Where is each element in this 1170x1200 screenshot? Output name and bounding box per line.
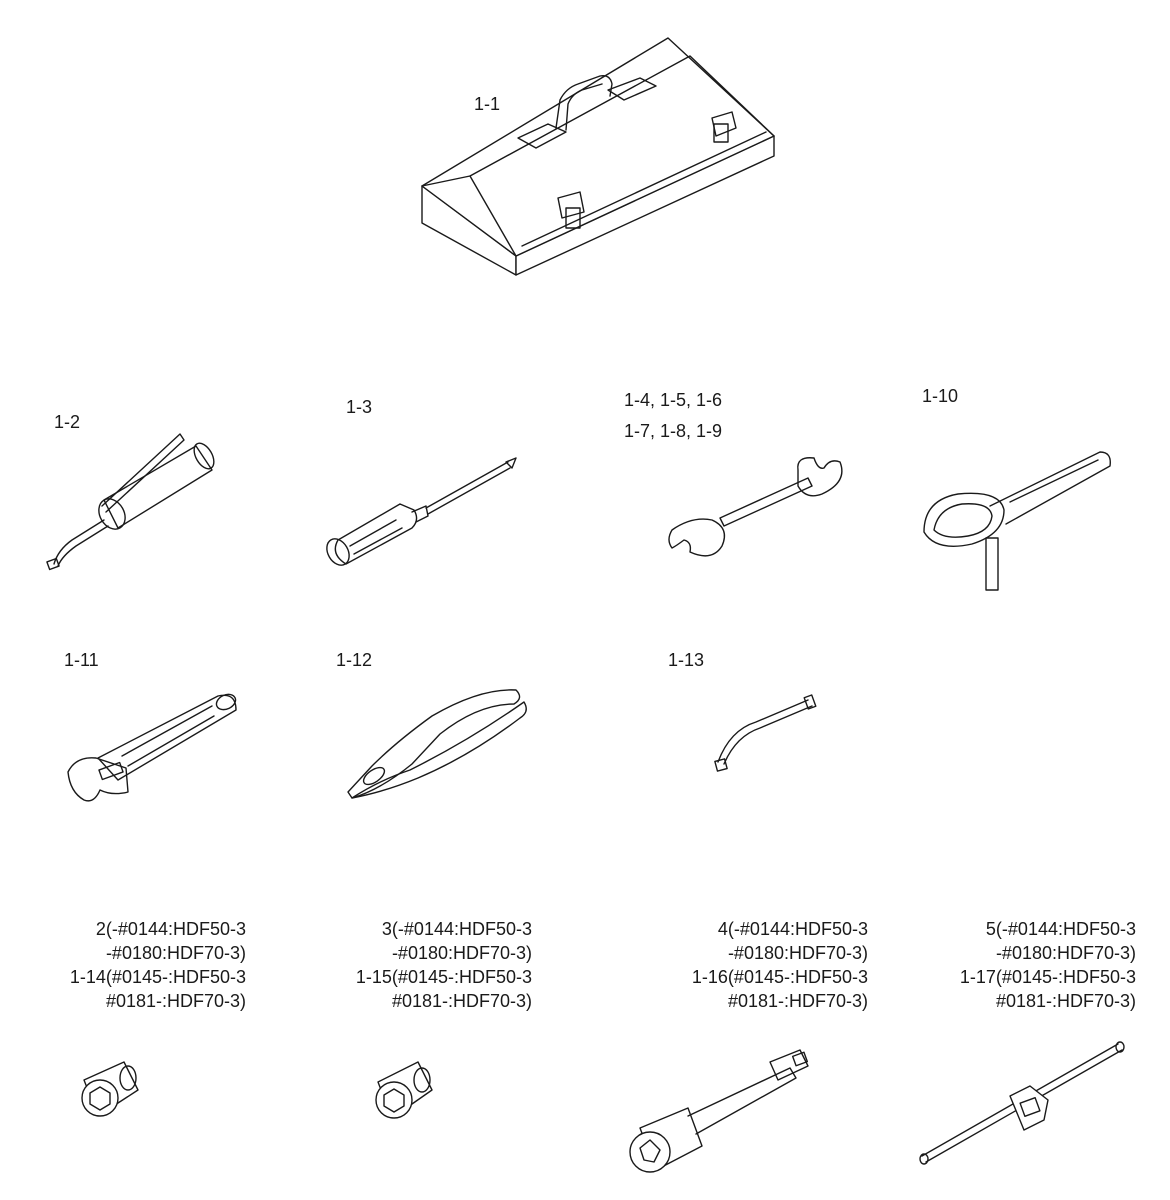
label-toolbox: 1-1 [474, 94, 501, 114]
pliers-drawing [347, 689, 527, 799]
socket-label-line: 1-17(#0145-:HDF50-3 [959, 967, 1136, 987]
socket-2-drawing [375, 1061, 433, 1119]
socket-label-line: 1-14(#0145-:HDF50-3 [69, 967, 246, 987]
screwdriver-drawing [326, 457, 517, 566]
adjustable-wrench-drawing [67, 693, 237, 802]
label-adjustable-wrench: 1-11 [64, 650, 99, 670]
socket-3-extension-drawing [629, 1049, 809, 1173]
socket-4-tbar-drawing [919, 1041, 1125, 1165]
label-pliers: 1-12 [336, 650, 373, 670]
grease-gun-drawing [46, 433, 215, 571]
socket-label-line: #0181-:HDF70-3) [995, 991, 1136, 1011]
socket-label-line: -#0180:HDF70-3) [727, 943, 868, 963]
label-spanner-line2: 1-7, 1-8, 1-9 [624, 421, 723, 441]
socket-label-1: 2(-#0144:HDF50-3 -#0180:HDF70-3) 1-14(#0… [20, 917, 246, 1013]
label-spanner-line1: 1-4, 1-5, 1-6 [624, 390, 723, 410]
filter-wrench-drawing [923, 451, 1111, 591]
toolbox-drawing [421, 37, 775, 276]
label-nozzle: 1-13 [668, 650, 705, 670]
socket-label-3: 4(-#0144:HDF50-3 -#0180:HDF70-3) 1-16(#0… [640, 917, 868, 1013]
nozzle-drawing [714, 694, 817, 772]
socket-label-line: #0181-:HDF70-3) [105, 991, 246, 1011]
socket-label-line: 2(-#0144:HDF50-3 [95, 919, 246, 939]
socket-1-drawing [81, 1061, 139, 1117]
label-grease-gun: 1-2 [54, 412, 81, 432]
socket-label-line: -#0180:HDF70-3) [391, 943, 532, 963]
socket-label-line: #0181-:HDF70-3) [391, 991, 532, 1011]
label-filter-wrench: 1-10 [922, 386, 959, 406]
socket-label-line: 1-15(#0145-:HDF50-3 [355, 967, 532, 987]
socket-label-line: 3(-#0144:HDF50-3 [381, 919, 532, 939]
socket-label-line: 1-16(#0145-:HDF50-3 [691, 967, 868, 987]
label-screwdriver: 1-3 [346, 397, 373, 417]
socket-label-line: 5(-#0144:HDF50-3 [985, 919, 1136, 939]
socket-label-line: 4(-#0144:HDF50-3 [717, 919, 868, 939]
spanner-drawing [668, 457, 843, 557]
socket-label-2: 3(-#0144:HDF50-3 -#0180:HDF70-3) 1-15(#0… [304, 917, 532, 1013]
socket-label-line: #0181-:HDF70-3) [727, 991, 868, 1011]
socket-label-line: -#0180:HDF70-3) [995, 943, 1136, 963]
socket-label-4: 5(-#0144:HDF50-3 -#0180:HDF70-3) 1-17(#0… [906, 917, 1136, 1013]
socket-label-line: -#0180:HDF70-3) [105, 943, 246, 963]
